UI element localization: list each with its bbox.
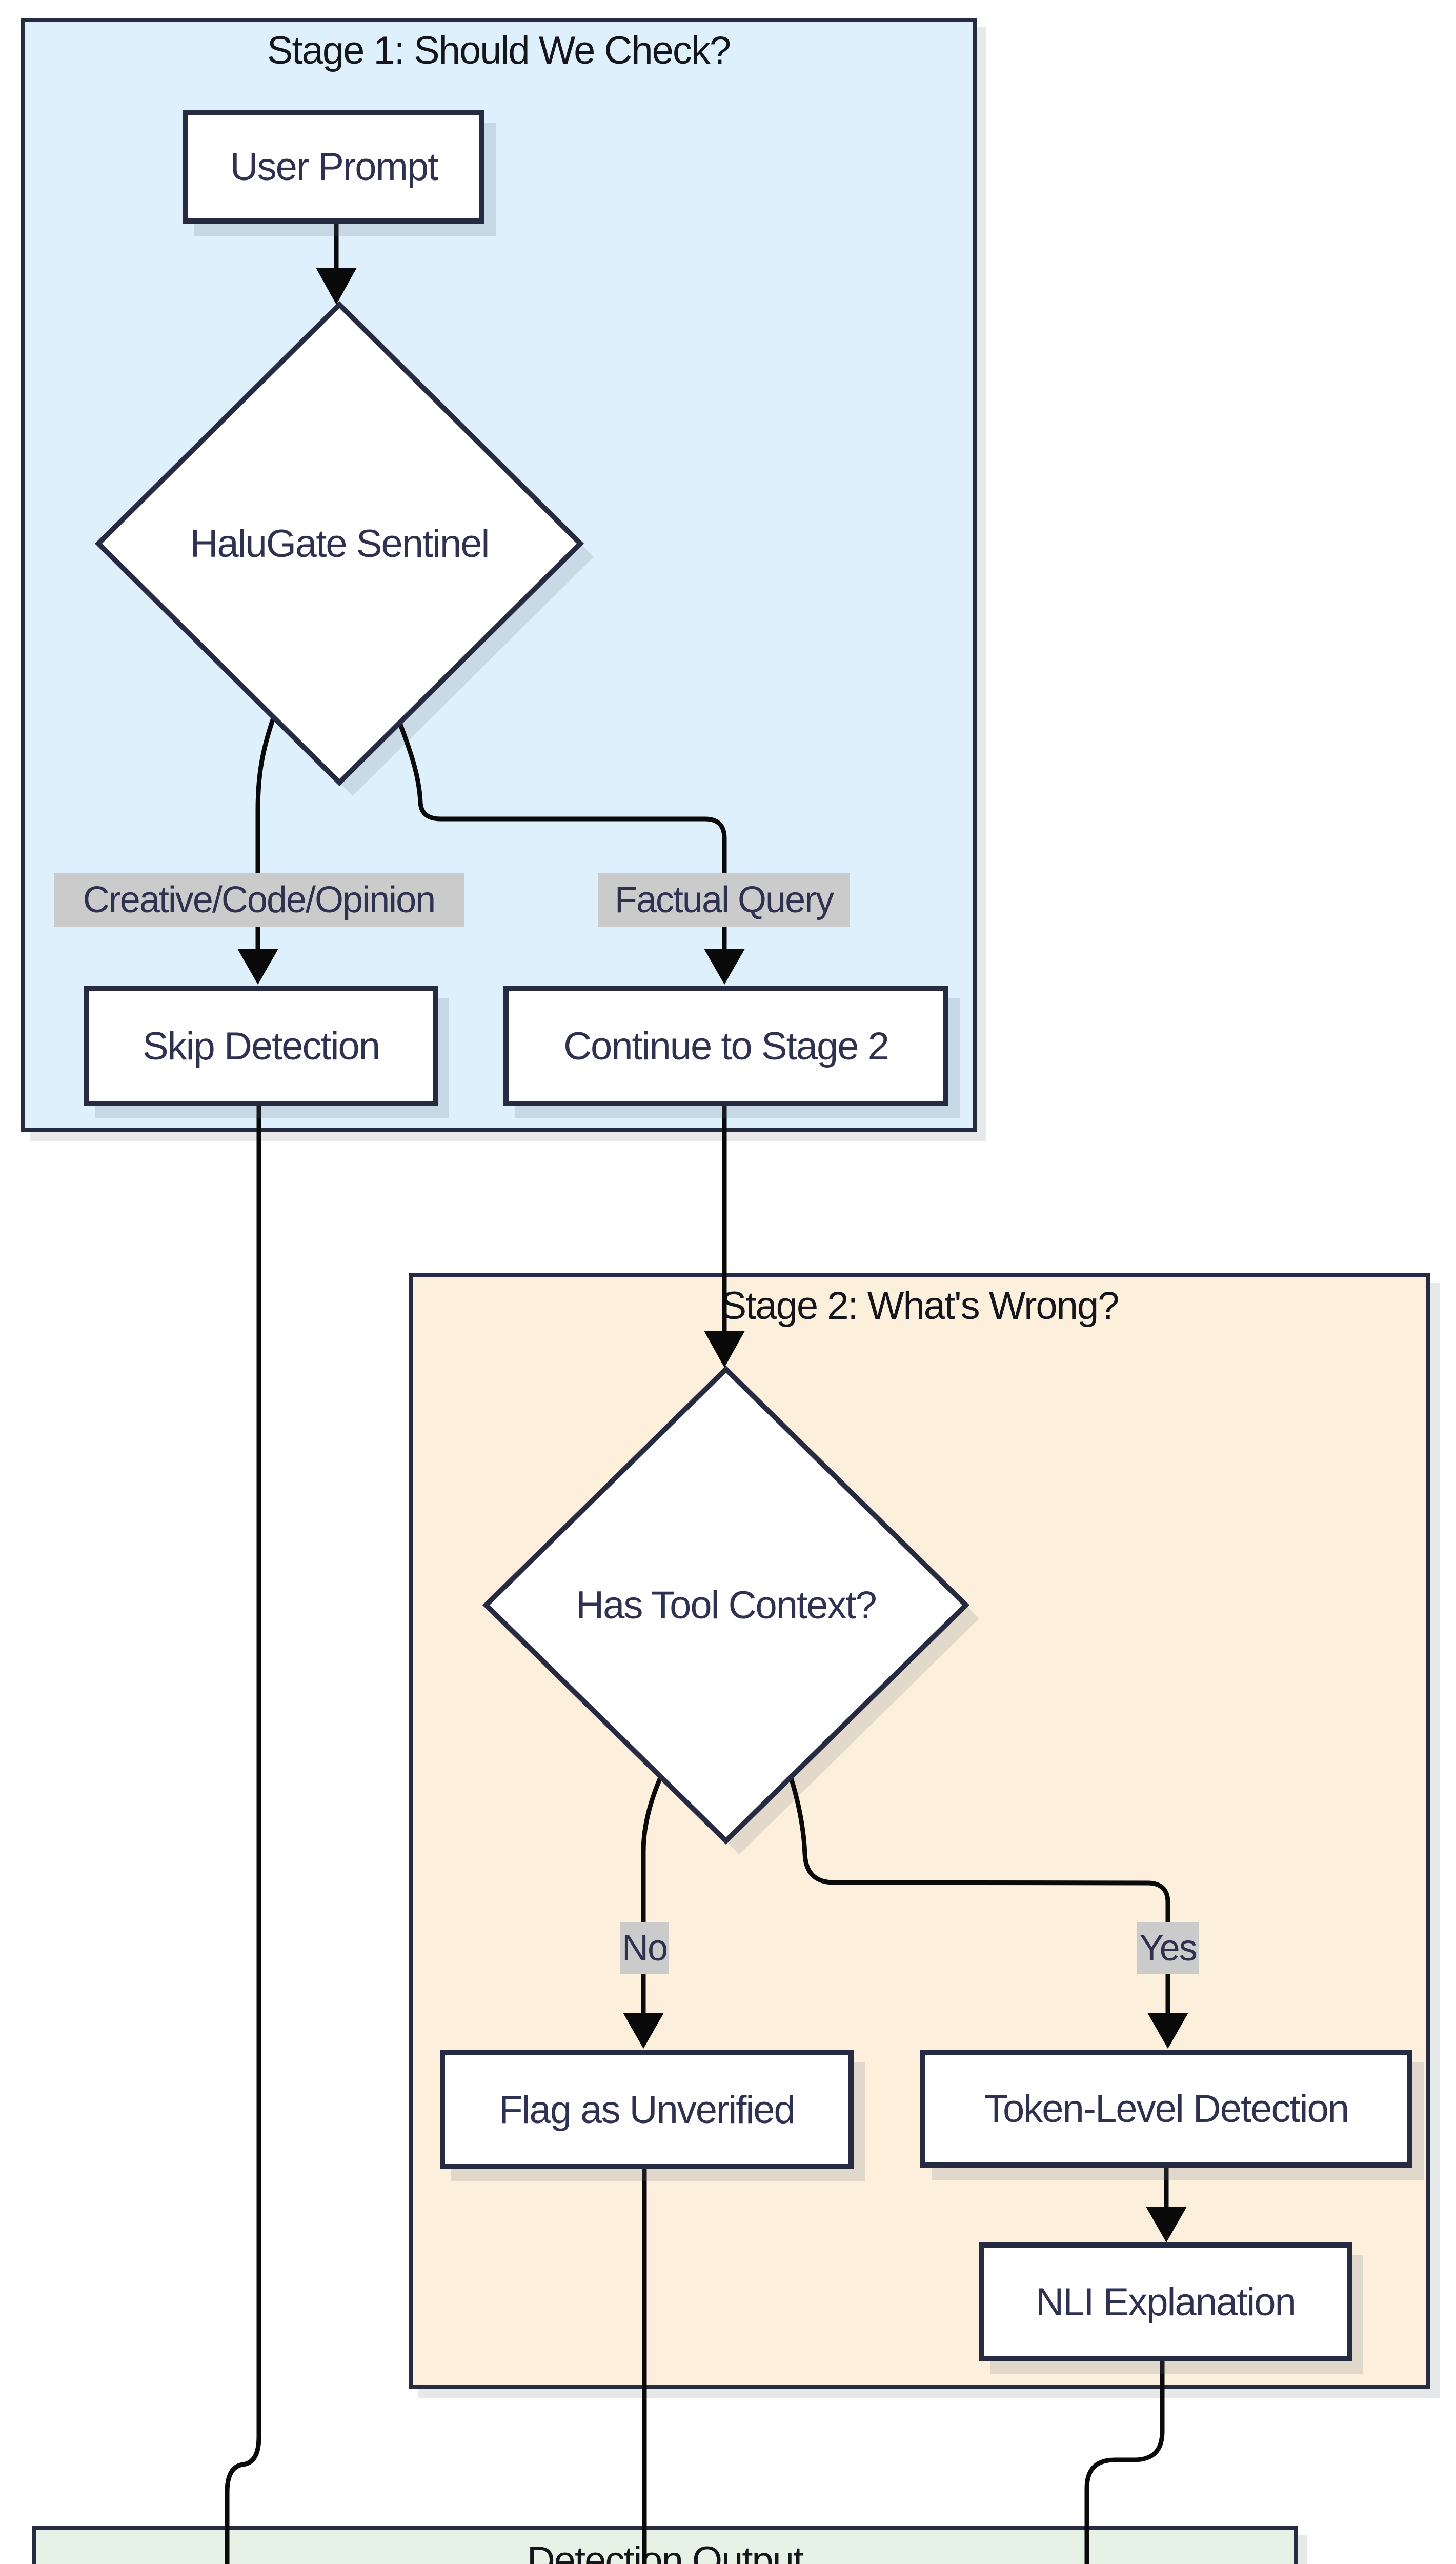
hastool-diamond bbox=[482, 1365, 970, 1845]
arrowhead-nli bbox=[1146, 2207, 1187, 2242]
arrowhead-sentinel bbox=[316, 268, 357, 305]
skip-detection-node: Skip Detection bbox=[84, 986, 438, 1106]
continue-to-stage2-node: Continue to Stage 2 bbox=[503, 986, 948, 1106]
stage2-region bbox=[409, 1273, 1430, 2389]
nli-explanation-node: NLI Explanation bbox=[979, 2242, 1352, 2361]
edge-sentinel-to-continue bbox=[396, 719, 727, 950]
edge-hastool-to-token bbox=[787, 1772, 1170, 2014]
sentinel-diamond bbox=[94, 301, 584, 787]
arrowhead-flag bbox=[623, 2013, 664, 2049]
arrowhead-skip bbox=[237, 949, 278, 985]
detection-output-title: Detection Output bbox=[527, 2539, 804, 2564]
sentinel-node-label: HaluGate Sentinel bbox=[190, 522, 490, 566]
arrowhead-token bbox=[1147, 2013, 1188, 2049]
edge-label-creative-code-opinion: Creative/Code/Opinion bbox=[54, 873, 464, 927]
token-level-detection-node: Token-Level Detection bbox=[920, 2050, 1412, 2168]
user-prompt-node: User Prompt bbox=[183, 110, 484, 224]
arrowhead-continue bbox=[704, 949, 745, 985]
arrowhead-hastool bbox=[704, 1331, 745, 1368]
edge-label-no: No bbox=[620, 1922, 669, 1974]
stage2-title: Stage 2: What's Wrong? bbox=[720, 1284, 1120, 1328]
edge-nli-to-detailed bbox=[1084, 2361, 1165, 2564]
flag-as-unverified-node: Flag as Unverified bbox=[440, 2050, 854, 2169]
hastool-node-label: Has Tool Context? bbox=[576, 1583, 877, 1627]
edge-sentinel-to-skip bbox=[255, 713, 277, 950]
edge-label-factual-query: Factual Query bbox=[598, 873, 850, 927]
edge-hastool-to-flag bbox=[641, 1772, 665, 2014]
edge-skip-to-pass bbox=[225, 1106, 261, 2564]
edge-label-yes: Yes bbox=[1137, 1922, 1199, 1974]
stage1-title: Stage 1: Should We Check? bbox=[267, 29, 731, 72]
